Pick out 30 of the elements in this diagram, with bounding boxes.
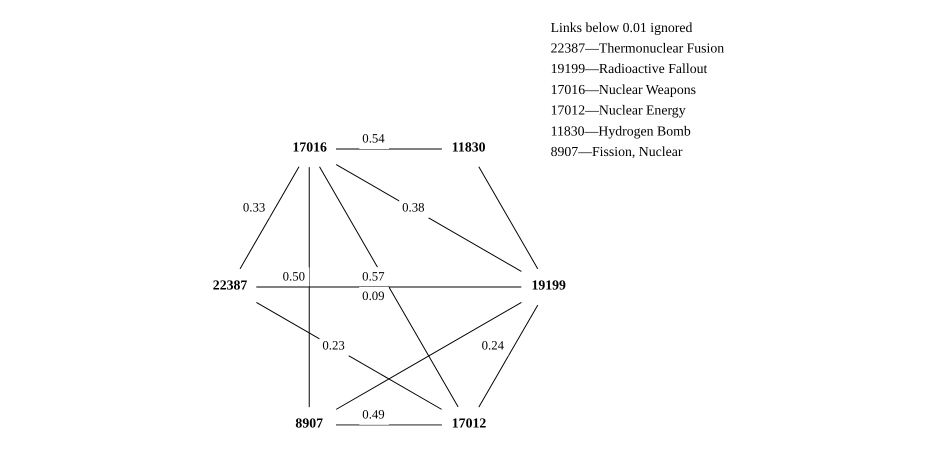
- label: 17012—Nuclear Energy: [550, 102, 686, 118]
- connector: [335, 148, 442, 150]
- node-text: 17016: [292, 140, 326, 155]
- edge-label: 0.24: [481, 338, 504, 353]
- connector: [335, 164, 522, 272]
- edge-label: 0.38: [402, 200, 424, 214]
- connector: [335, 424, 442, 426]
- label: 22387—Thermonuclear Fusion: [550, 40, 724, 56]
- label: 19199—Radioactive Fallout: [550, 61, 707, 76]
- edge-label: 0.09: [362, 289, 384, 304]
- edge-label: 0.49: [362, 407, 384, 422]
- node-text: 19199: [530, 278, 566, 293]
- edge-label: 0.57: [362, 269, 384, 284]
- connector: [335, 302, 522, 410]
- edge-label: 0.50: [282, 270, 305, 284]
- node-text: 22387: [212, 278, 247, 293]
- node-text: 8907: [294, 416, 323, 431]
- connector: [478, 166, 538, 270]
- edge-label: 0.33: [242, 200, 265, 214]
- connector: [255, 302, 442, 410]
- label: 11830—Hydrogen Bomb: [550, 123, 690, 138]
- label: 17016—Nuclear Weapons: [550, 82, 696, 97]
- edge-label: 0.23: [322, 338, 344, 352]
- node-text: 17012: [451, 416, 486, 431]
- edge-label: 0.54: [362, 131, 384, 146]
- connector: [308, 166, 310, 408]
- label: Links below 0.01 ignored: [550, 20, 692, 35]
- connector: [255, 286, 522, 288]
- label: 8907—Fission, Nuclear: [550, 144, 682, 159]
- node-text: 11830: [451, 140, 486, 155]
